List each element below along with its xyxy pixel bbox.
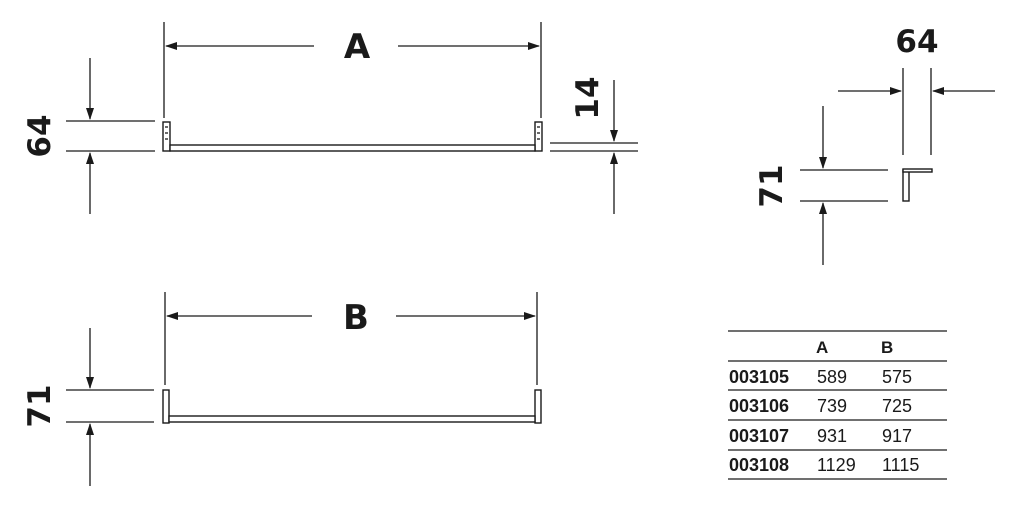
table-row-code: 003108	[729, 455, 789, 475]
table-row-b: 575	[882, 367, 912, 387]
side-view: 64 71	[754, 24, 995, 265]
dim-side-71-label: 71	[754, 164, 790, 207]
dim-64-label: 64	[22, 114, 58, 157]
table-row-code: 003106	[729, 396, 789, 416]
table-row-b: 917	[882, 426, 912, 446]
table-row-b: 725	[882, 396, 912, 416]
bracket-side-part	[902, 168, 933, 202]
top-view: A 64 14	[22, 22, 638, 214]
table-row-code: 003105	[729, 367, 789, 387]
towel-rail-front-part	[162, 389, 542, 424]
table-row-a: 739	[817, 396, 847, 416]
table-header-a: A	[816, 338, 828, 357]
towel-rail-top-part	[162, 121, 543, 152]
dim-side-64-label: 64	[895, 24, 938, 60]
front-view: B 71	[22, 292, 542, 486]
table-header-b: B	[881, 338, 893, 357]
table-row-code: 003107	[729, 426, 789, 446]
dim-b-71-label: 71	[22, 384, 58, 427]
table-row-b: 1115	[882, 455, 919, 475]
size-table: A B 003105 589 575 003106 739 725 003107…	[728, 330, 947, 480]
table-row-a: 1129	[817, 455, 856, 475]
dim-a-label: A	[344, 27, 371, 67]
dim-b-label: B	[343, 298, 369, 338]
dim-14-label: 14	[570, 76, 606, 119]
table-row-a: 931	[817, 426, 847, 446]
table-row-a: 589	[817, 367, 847, 387]
